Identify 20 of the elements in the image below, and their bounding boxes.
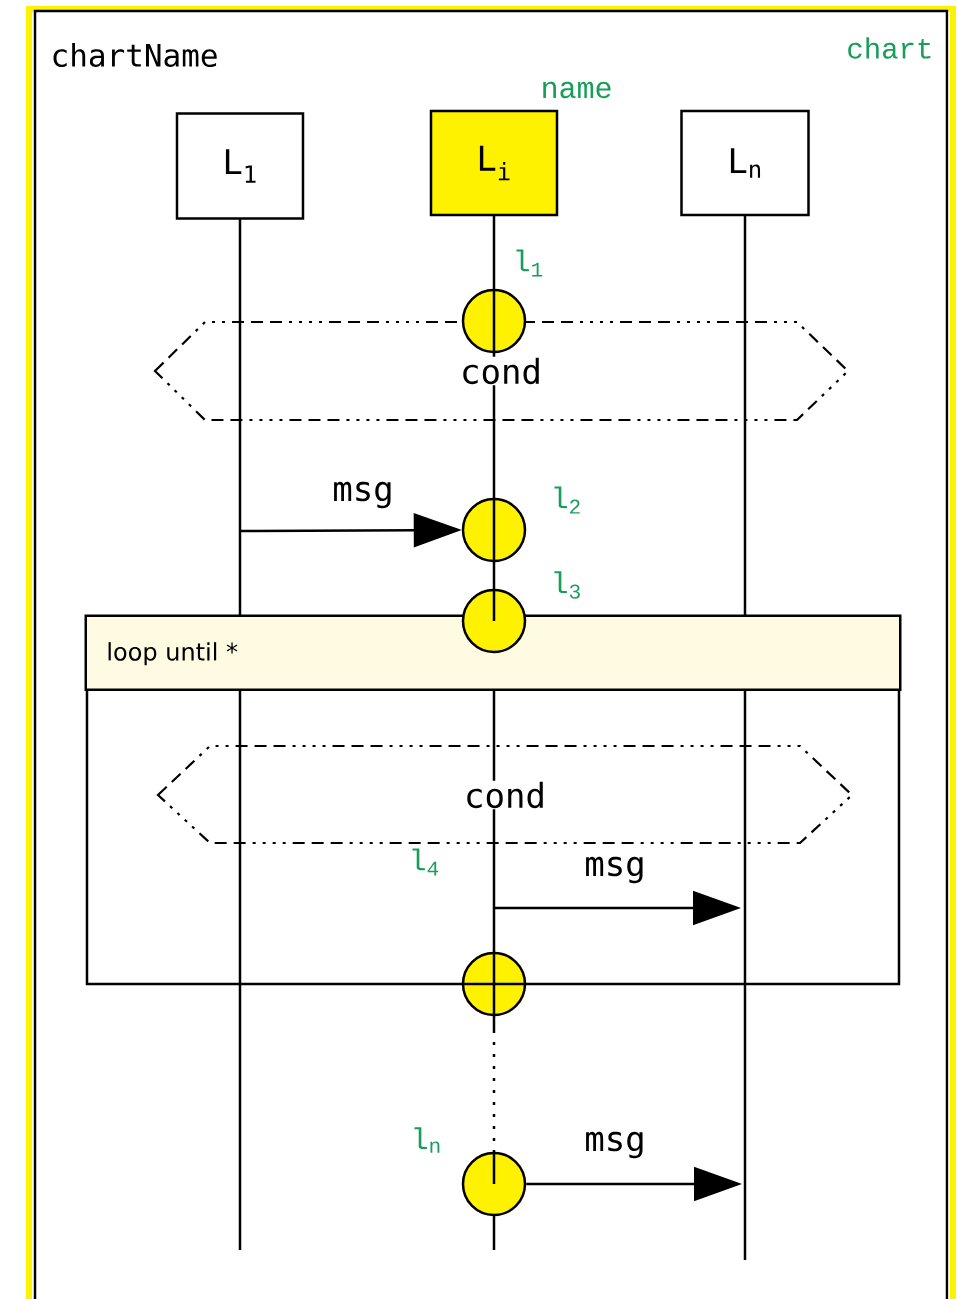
edge-label: msg — [586, 1131, 643, 1159]
chart-title: chartName — [53, 43, 217, 67]
location-marker — [461, 288, 527, 354]
lifeline-box: L$_{1}$ — [175, 112, 305, 220]
lifeline-box: L$_{n}$ — [680, 109, 810, 217]
edge-label: msg — [586, 856, 643, 884]
location-marker — [461, 951, 527, 1017]
location-label: l$_{n}$ — [414, 1127, 440, 1153]
lifeline-box: L$_{i}$ — [429, 109, 559, 217]
location-label: name — [543, 81, 611, 99]
edge-label: msg — [334, 481, 391, 509]
location-marker — [461, 588, 527, 654]
location-marker — [461, 497, 527, 563]
location-label: l$_{2}$ — [554, 486, 580, 514]
location-label: l$_{1}$ — [516, 249, 543, 277]
location-label: l$_{3}$ — [554, 571, 580, 599]
location-label: l$_{4}$ — [412, 848, 439, 876]
condition-hexagon: cond — [156, 744, 854, 845]
location-marker — [461, 1151, 527, 1217]
chart-keyword: chart — [848, 37, 931, 59]
